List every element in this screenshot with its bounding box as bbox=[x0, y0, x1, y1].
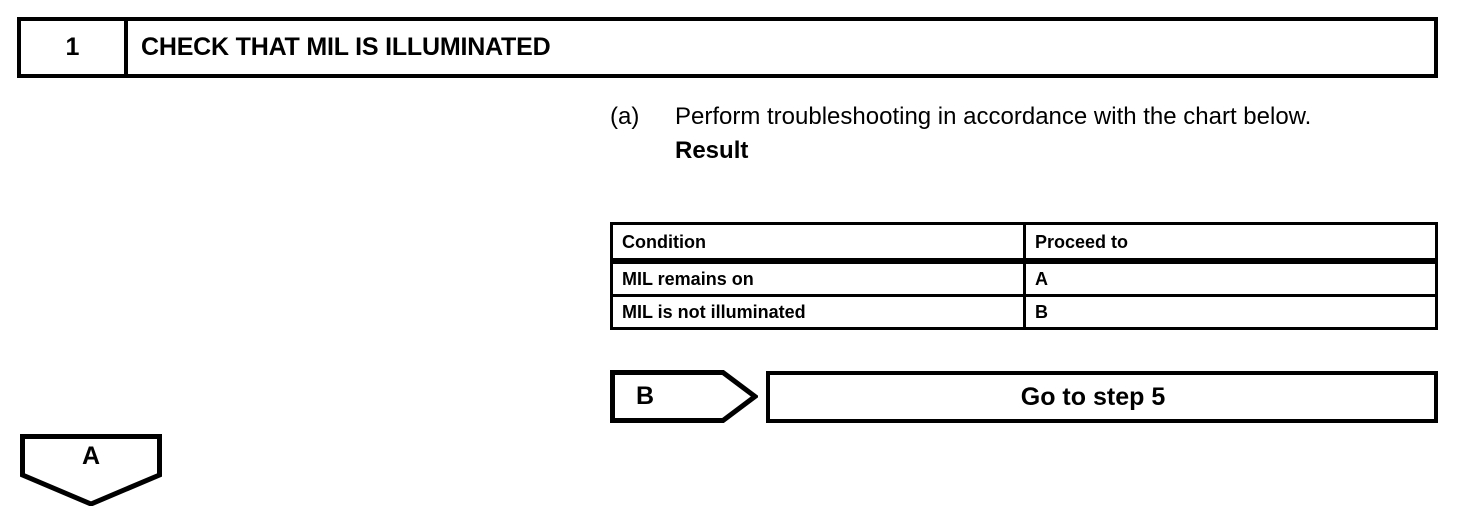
step-number-cell: 1 bbox=[21, 21, 128, 74]
result-table: Condition Proceed to MIL remains on A MI… bbox=[610, 222, 1438, 330]
goto-step-box: Go to step 5 bbox=[766, 371, 1438, 423]
procedure-item: (a) Perform troubleshooting in accordanc… bbox=[610, 100, 1440, 167]
procedure-text: Perform troubleshooting in accordance wi… bbox=[675, 103, 1312, 130]
column-header-condition: Condition bbox=[610, 222, 1026, 261]
goto-step-text: Go to step 5 bbox=[1020, 382, 1166, 411]
connector-a-shape: A bbox=[20, 434, 162, 506]
procedure-block: (a) Perform troubleshooting in accordanc… bbox=[610, 100, 1440, 167]
step-title: CHECK THAT MIL IS ILLUMINATED bbox=[141, 33, 551, 61]
table-row: MIL remains on A bbox=[610, 261, 1438, 297]
column-header-proceed-to: Proceed to bbox=[1023, 222, 1438, 261]
procedure-body: Perform troubleshooting in accordance wi… bbox=[675, 100, 1440, 167]
result-table-wrapper: Condition Proceed to MIL remains on A MI… bbox=[610, 222, 1438, 330]
step-number: 1 bbox=[65, 33, 80, 61]
cell-proceed-to: A bbox=[1023, 261, 1438, 297]
table-row: MIL is not illuminated B bbox=[610, 294, 1438, 330]
cell-proceed-to: B bbox=[1023, 294, 1438, 330]
cell-condition: MIL is not illuminated bbox=[610, 294, 1026, 330]
connector-b-label: B bbox=[636, 382, 655, 410]
connector-b-shape: B bbox=[610, 370, 758, 423]
pentagon-down-icon bbox=[20, 434, 162, 506]
table-header-row: Condition Proceed to bbox=[610, 222, 1438, 261]
goto-step-row: B Go to step 5 bbox=[610, 370, 1438, 424]
procedure-marker: (a) bbox=[610, 103, 640, 130]
procedure-subheading: Result bbox=[675, 137, 749, 164]
step-title-cell: CHECK THAT MIL IS ILLUMINATED bbox=[128, 21, 1434, 74]
arrow-pentagon-right-icon bbox=[610, 370, 758, 423]
cell-condition: MIL remains on bbox=[610, 261, 1026, 297]
step-header-bar: 1 CHECK THAT MIL IS ILLUMINATED bbox=[17, 17, 1438, 78]
connector-a-label: A bbox=[81, 441, 101, 470]
